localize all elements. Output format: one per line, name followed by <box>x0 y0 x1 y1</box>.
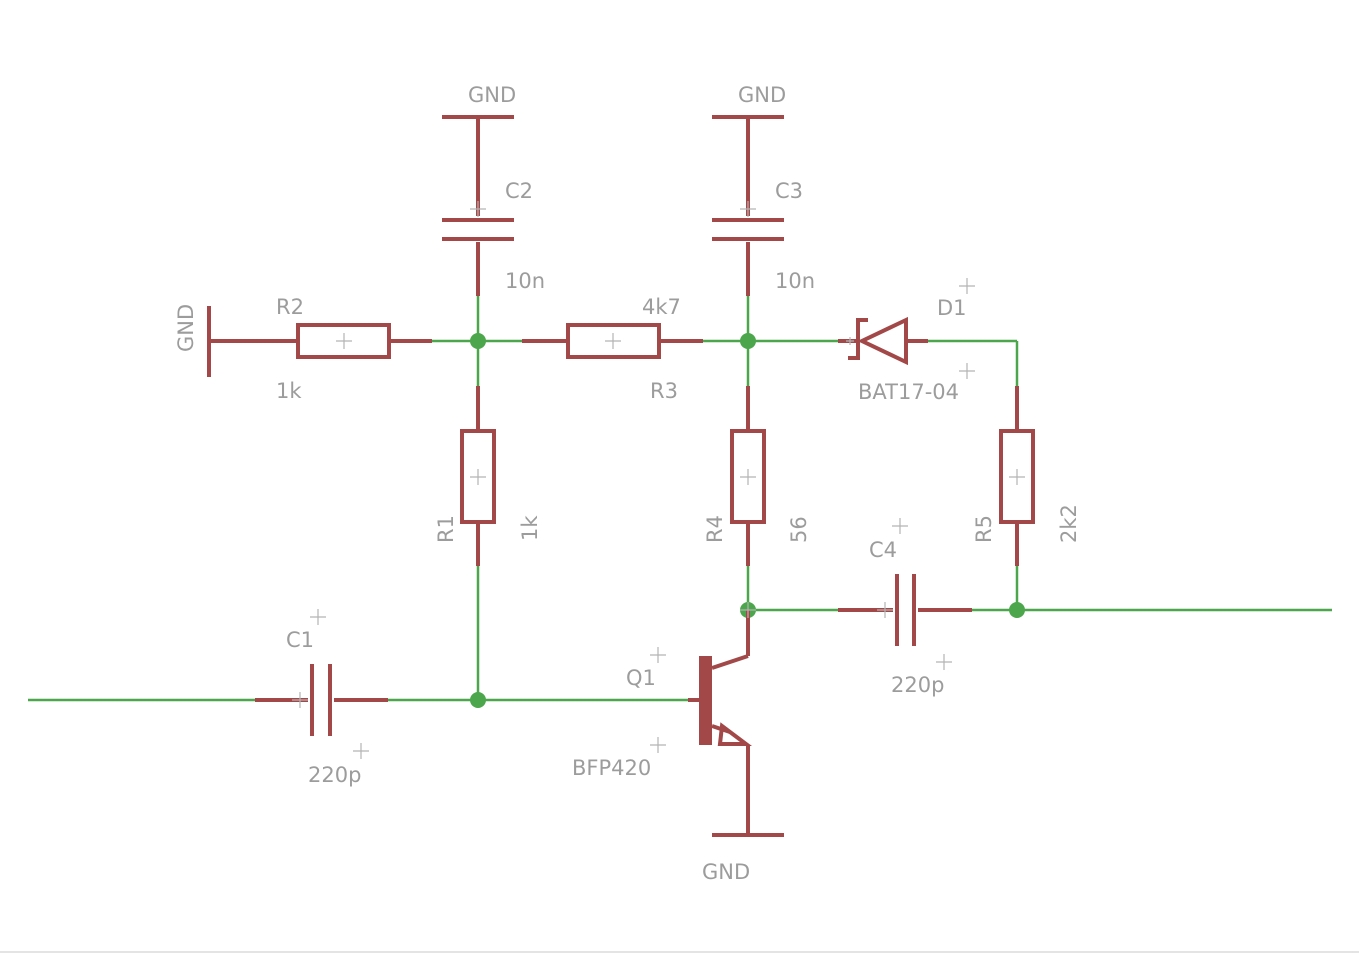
capacitor-c1[interactable]: C1 220p <box>255 609 388 787</box>
resistor-r4[interactable]: R4 56 <box>703 386 811 566</box>
r4-value: 56 <box>787 516 811 543</box>
junction-node2 <box>740 333 756 349</box>
c3-value: 10n <box>775 269 815 293</box>
r1-value: 1k <box>518 515 542 541</box>
junction-output <box>1009 602 1025 618</box>
gnd-label-c3: GND <box>738 83 786 107</box>
c3-name: C3 <box>775 179 803 203</box>
q1-name: Q1 <box>626 666 656 690</box>
c4-name: C4 <box>869 538 897 562</box>
capacitor-c4[interactable]: C4 220p <box>838 518 972 697</box>
d1-name: D1 <box>937 296 967 320</box>
r3-value: 4k7 <box>642 295 681 319</box>
gnd-label-c2: GND <box>468 83 516 107</box>
r1-name: R1 <box>434 515 458 543</box>
resistor-r1[interactable]: R1 1k <box>434 386 542 566</box>
resistor-r2[interactable]: GND R2 1k <box>174 295 432 403</box>
r3-name: R3 <box>650 379 678 403</box>
c1-value: 220p <box>308 763 361 787</box>
resistor-r3[interactable]: 4k7 R3 <box>522 295 703 403</box>
junction-node1 <box>470 333 486 349</box>
c4-value: 220p <box>891 673 944 697</box>
capacitor-c2[interactable]: GND C2 10n <box>442 83 545 296</box>
gnd-label-r2: GND <box>174 304 198 352</box>
capacitor-c3[interactable]: GND C3 10n <box>712 83 815 296</box>
d1-value: BAT17-04 <box>858 380 959 404</box>
c1-name: C1 <box>286 628 314 652</box>
r2-name: R2 <box>276 295 304 319</box>
diode-d1[interactable]: D1 BAT17-04 <box>838 278 975 404</box>
gnd-label-q1: GND <box>702 860 750 884</box>
r5-value: 2k2 <box>1057 504 1081 543</box>
wires <box>28 296 1332 702</box>
resistor-r5[interactable]: R5 2k2 <box>972 386 1081 566</box>
r5-name: R5 <box>972 515 996 543</box>
junctions <box>470 333 1025 708</box>
transistor-q1[interactable]: Q1 BFP420 GND <box>572 602 784 884</box>
q1-value: BFP420 <box>572 756 651 780</box>
r4-name: R4 <box>703 515 727 543</box>
r2-value: 1k <box>276 379 302 403</box>
c2-value: 10n <box>505 269 545 293</box>
c2-name: C2 <box>505 179 533 203</box>
junction-base <box>470 692 486 708</box>
